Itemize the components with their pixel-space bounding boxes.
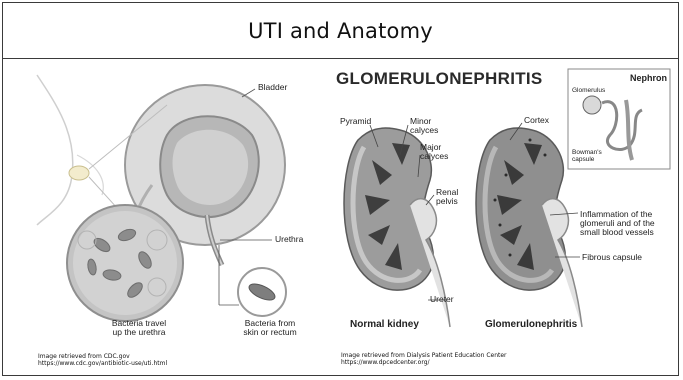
- label-major-calyces: Major calyces: [420, 143, 448, 161]
- label-renal-pelvis: Renal pelvis: [436, 188, 458, 206]
- label-bacteria-from: Bacteria from skin or rectum: [225, 319, 315, 337]
- label-cortex: Cortex: [524, 116, 549, 125]
- cdc-caption: Image retrieved from CDC.gov https://www…: [38, 353, 167, 367]
- label-ureter: Ureter: [430, 295, 454, 304]
- label-fibrous-capsule: Fibrous capsule: [582, 253, 642, 262]
- label-bowmans-capsule: Bowman's capsule: [572, 149, 602, 163]
- glomerulonephritis-kidney-title: Glomerulonephritis: [485, 319, 577, 330]
- cdc-caption-line1: Image retrieved from CDC.gov: [38, 353, 167, 360]
- label-bladder: Bladder: [258, 83, 287, 92]
- label-minor-calyces: Minor calyces: [410, 117, 438, 135]
- slide-title: UTI and Anatomy: [248, 19, 433, 43]
- label-pyramid: Pyramid: [340, 117, 371, 126]
- kidney-drawing: [330, 65, 674, 343]
- dialysis-caption-line1: Image retrieved from Dialysis Patient Ed…: [341, 352, 507, 359]
- label-urethra: Urethra: [275, 235, 303, 244]
- slide: UTI and Anatomy: [2, 2, 679, 376]
- dialysis-caption: Image retrieved from Dialysis Patient Ed…: [341, 352, 507, 366]
- label-bacteria-travel: Bacteria travel up the urethra: [89, 319, 189, 337]
- label-inflammation: Inflammation of the glomeruli and of the…: [580, 210, 655, 237]
- cdc-caption-line2: https://www.cdc.gov/antibiotic-use/uti.h…: [38, 360, 167, 367]
- title-bar: UTI and Anatomy: [3, 3, 678, 59]
- glomerulonephritis-illustration: GLOMERULONEPHRITIS: [330, 65, 674, 343]
- uti-drawing: [17, 65, 312, 343]
- dialysis-caption-line2: https://www.dpcedcenter.org/: [341, 359, 507, 366]
- uti-illustration: Bladder Urethra Bacteria travel up the u…: [17, 65, 312, 343]
- label-nephron: Nephron: [630, 73, 667, 83]
- normal-kidney-title: Normal kidney: [350, 319, 419, 330]
- label-glomerulus: Glomerulus: [572, 87, 605, 94]
